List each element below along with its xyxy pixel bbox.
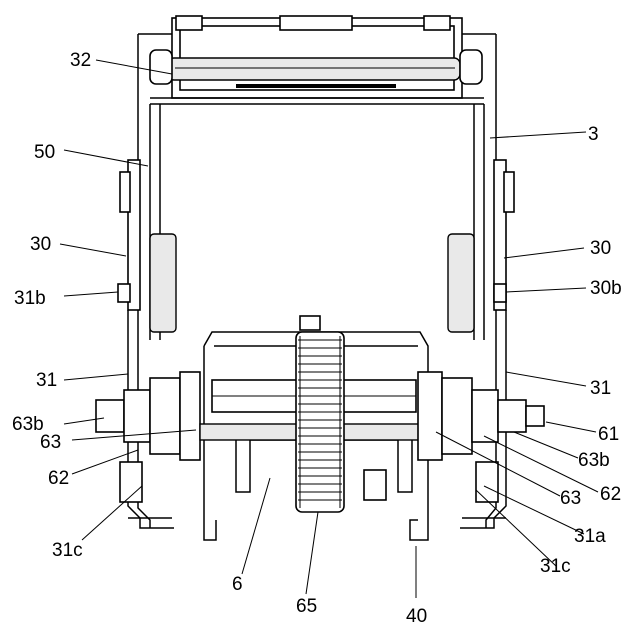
top-roller-assembly — [150, 16, 484, 104]
left-side-plate — [118, 160, 176, 528]
label-6: 6 — [232, 574, 243, 595]
label-31b: 31b — [14, 288, 46, 309]
label-31c-right: 31c — [540, 556, 571, 577]
label-50: 50 — [34, 142, 55, 163]
label-40: 40 — [406, 606, 427, 627]
label-63-left: 63 — [40, 432, 61, 453]
label-63-right: 63 — [560, 488, 581, 509]
label-32: 32 — [70, 50, 91, 71]
label-3: 3 — [588, 124, 599, 145]
label-62-left: 62 — [48, 468, 69, 489]
label-30-right: 30 — [590, 238, 611, 259]
label-63b-left: 63b — [12, 414, 44, 435]
label-30b: 30b — [590, 278, 622, 299]
label-30-left: 30 — [30, 234, 51, 255]
gear-65 — [296, 316, 344, 512]
label-31-right: 31 — [590, 378, 611, 399]
label-63b-right: 63b — [578, 450, 610, 471]
right-side-plate — [448, 160, 514, 528]
label-65: 65 — [296, 596, 317, 617]
label-61: 61 — [598, 424, 619, 445]
label-62-right: 62 — [600, 484, 621, 505]
label-31c-left: 31c — [52, 540, 83, 561]
label-31a: 31a — [574, 526, 606, 547]
label-31-left: 31 — [36, 370, 57, 391]
